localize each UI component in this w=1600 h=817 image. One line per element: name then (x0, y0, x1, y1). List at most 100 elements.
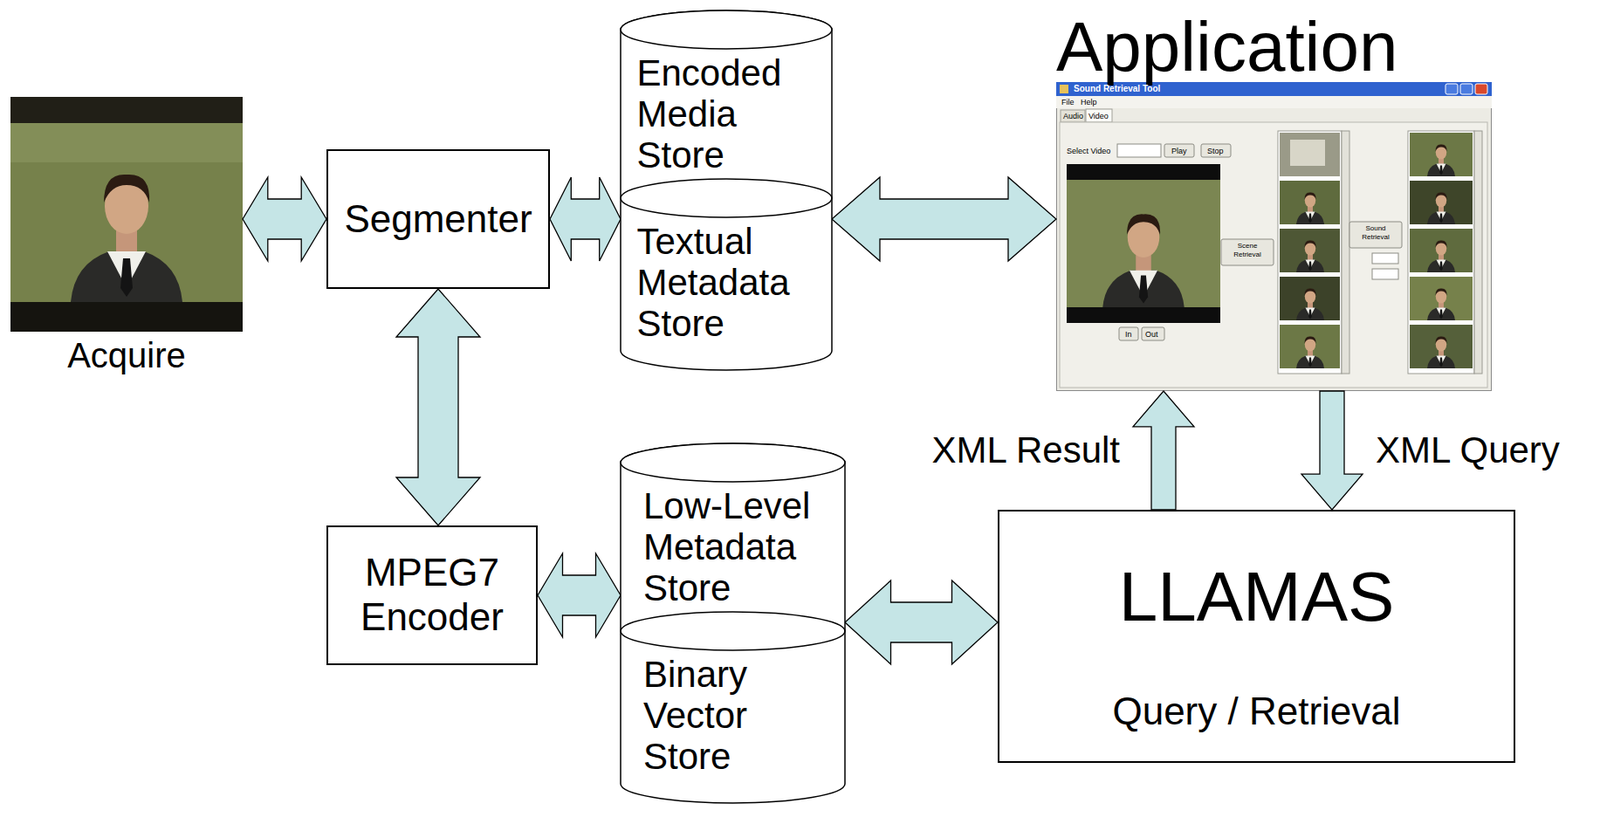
ui-text: Help (1080, 97, 1098, 108)
block-arrow (1301, 391, 1363, 510)
cylinder-body (620, 10, 832, 371)
acquire-photo (10, 96, 243, 332)
thumbnail (1409, 180, 1473, 225)
ui-text: Audio (1063, 111, 1084, 122)
process-box: Segmenter (326, 149, 550, 289)
ui-text: Sound Retrieval (1351, 224, 1401, 241)
thumbnail-detail (1290, 139, 1326, 166)
process-box: MPEG7 Encoder (326, 525, 538, 666)
panel (1059, 122, 1488, 388)
scrollbar (1341, 130, 1350, 374)
person (70, 174, 183, 303)
storage-cylinder: Low-Level Metadata StoreBinary Vector St… (620, 443, 845, 804)
window-frame (1057, 82, 1492, 392)
person (1102, 213, 1184, 308)
store-label: Binary Vector Store (643, 653, 823, 777)
person (1427, 288, 1456, 321)
video-dropdown (1117, 144, 1161, 158)
application-heading: Application (1056, 12, 1398, 83)
thumbnail (1409, 228, 1473, 273)
store-label: Textual Metadata Store (637, 220, 817, 344)
thumbnail-list (1277, 130, 1342, 374)
query-engine-box: LLAMAS Query / Retrieval (997, 509, 1516, 763)
application-window: Application (1056, 12, 1492, 392)
menu-bar (1056, 96, 1492, 109)
thumbnail (1279, 276, 1340, 321)
thumbnail-list (1407, 130, 1475, 374)
storage-cylinder: Encoded Media StoreTextual Metadata Stor… (620, 10, 832, 371)
ui-text: Video (1088, 111, 1109, 122)
thumbnail (1409, 324, 1473, 369)
tab (1060, 109, 1085, 123)
cylinder-divider (620, 611, 845, 651)
dropdown (1372, 268, 1399, 280)
engine-name: LLAMAS (1119, 556, 1395, 638)
person (1296, 336, 1325, 369)
thumbnail (1409, 132, 1473, 177)
wall (10, 123, 243, 303)
scrollbar (1474, 130, 1483, 374)
source-image: Acquire (10, 96, 243, 376)
button (1201, 144, 1231, 158)
engine-role: Query / Retrieval (1112, 689, 1401, 735)
store-label: Encoded Media Store (637, 52, 817, 176)
video-frame (1066, 179, 1221, 308)
cylinder-divider (620, 178, 832, 218)
thumbnail (1279, 324, 1340, 369)
block-arrow (549, 177, 621, 261)
block-arrow (831, 177, 1057, 261)
application-screenshot (1056, 82, 1492, 392)
wall-band (10, 123, 243, 163)
cylinder-top (620, 10, 832, 49)
photo-frame (10, 96, 243, 332)
edge-label: XML Result (928, 429, 1123, 472)
person (1427, 240, 1456, 273)
thumbnail (1279, 132, 1340, 177)
person (1427, 336, 1456, 369)
button (1119, 327, 1139, 341)
person (1296, 240, 1325, 273)
thumbnail (1279, 228, 1340, 273)
block-arrow (396, 288, 481, 526)
cylinder-body (620, 443, 845, 804)
image-caption: Acquire (67, 335, 186, 376)
person (1427, 192, 1456, 225)
title-bar (1056, 82, 1492, 97)
ui-text: Select Video (1066, 146, 1111, 157)
button (1349, 221, 1402, 248)
window-icon (1059, 84, 1069, 94)
thumbnail (1279, 180, 1340, 225)
close-button (1475, 83, 1488, 95)
person (1296, 192, 1325, 225)
minimize-button (1445, 83, 1458, 95)
thumbnail (1409, 276, 1473, 321)
ui-text: In (1125, 329, 1133, 340)
block-arrow (242, 177, 327, 261)
store-label: Low-Level Metadata Store (643, 485, 823, 609)
ui-text: File (1061, 97, 1075, 108)
button (1221, 239, 1274, 266)
ui-text: Play (1171, 146, 1188, 157)
person (1296, 288, 1325, 321)
block-arrow (537, 553, 621, 638)
dropdown (1372, 253, 1399, 264)
cylinder-top (620, 443, 845, 482)
letterbox (10, 302, 243, 332)
block-arrow (1133, 391, 1195, 510)
ui-text: Scene Retrieval (1222, 241, 1272, 259)
box-label: MPEG7 Encoder (344, 550, 520, 639)
edge-label: XML Query (1373, 429, 1563, 472)
ui-text: Sound Retrieval Tool (1073, 83, 1161, 95)
block-arrow (844, 580, 998, 665)
ui-text: Stop (1207, 146, 1224, 157)
tab (1085, 109, 1113, 123)
button (1141, 327, 1165, 341)
video-player (1066, 164, 1221, 323)
button (1164, 144, 1195, 158)
maximize-button (1460, 83, 1473, 95)
box-label: Segmenter (343, 197, 532, 242)
person (1427, 144, 1456, 177)
